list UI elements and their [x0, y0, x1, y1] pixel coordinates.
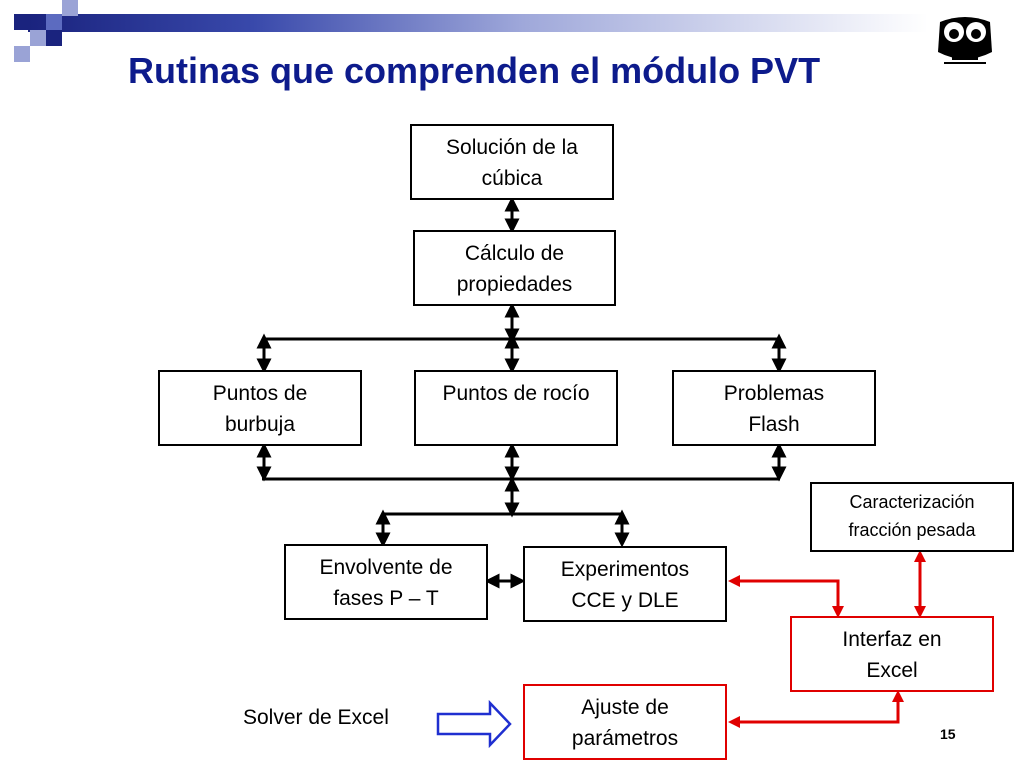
box-label: Problemas Flash: [723, 382, 825, 436]
corner-square-decoration: [14, 14, 30, 30]
blue-block-arrow-icon: [436, 699, 512, 749]
box-label: Envolvente de fases P – T: [319, 556, 453, 610]
box-label: Experimentos CCE y DLE: [560, 558, 690, 612]
box-label: Puntos de rocío: [442, 382, 590, 405]
box-calculo-propiedades: Cálculo de propiedades: [413, 230, 616, 306]
box-experimentos: Experimentos CCE y DLE: [523, 546, 727, 622]
box-problemas-flash: Problemas Flash: [672, 370, 876, 446]
box-label: Solución de la cúbica: [446, 136, 578, 190]
corner-square-decoration: [46, 30, 62, 46]
box-puntos-rocio: Puntos de rocío: [414, 370, 618, 446]
box-interfaz-excel: Interfaz en Excel: [790, 616, 994, 692]
corner-square-decoration: [46, 14, 62, 30]
box-label: Cálculo de propiedades: [456, 242, 573, 296]
box-label: Ajuste de parámetros: [571, 696, 679, 750]
solver-label: Solver de Excel: [243, 706, 389, 729]
slide-title: Rutinas que comprenden el módulo PVT: [128, 50, 821, 91]
corner-square-decoration: [62, 0, 78, 16]
red-double-arrow: [728, 575, 844, 618]
owl-logo-icon: [938, 17, 992, 64]
header-gradient-bar: [28, 14, 928, 32]
page-number: 15: [940, 726, 956, 742]
red-double-arrow: [728, 690, 904, 728]
box-label: Interfaz en Excel: [842, 628, 942, 682]
box-label: Puntos de burbuja: [212, 382, 308, 436]
box-ajuste-parametros: Ajuste de parámetros: [523, 684, 727, 760]
corner-square-decoration: [30, 30, 46, 46]
box-caracterizacion: Caracterización fracción pesada: [810, 482, 1014, 552]
box-solucion-cubica: Solución de la cúbica: [410, 124, 614, 200]
corner-square-decoration: [14, 46, 30, 62]
box-envolvente-fases: Envolvente de fases P – T: [284, 544, 488, 620]
box-puntos-burbuja: Puntos de burbuja: [158, 370, 362, 446]
box-label: Caracterización fracción pesada: [848, 492, 976, 540]
